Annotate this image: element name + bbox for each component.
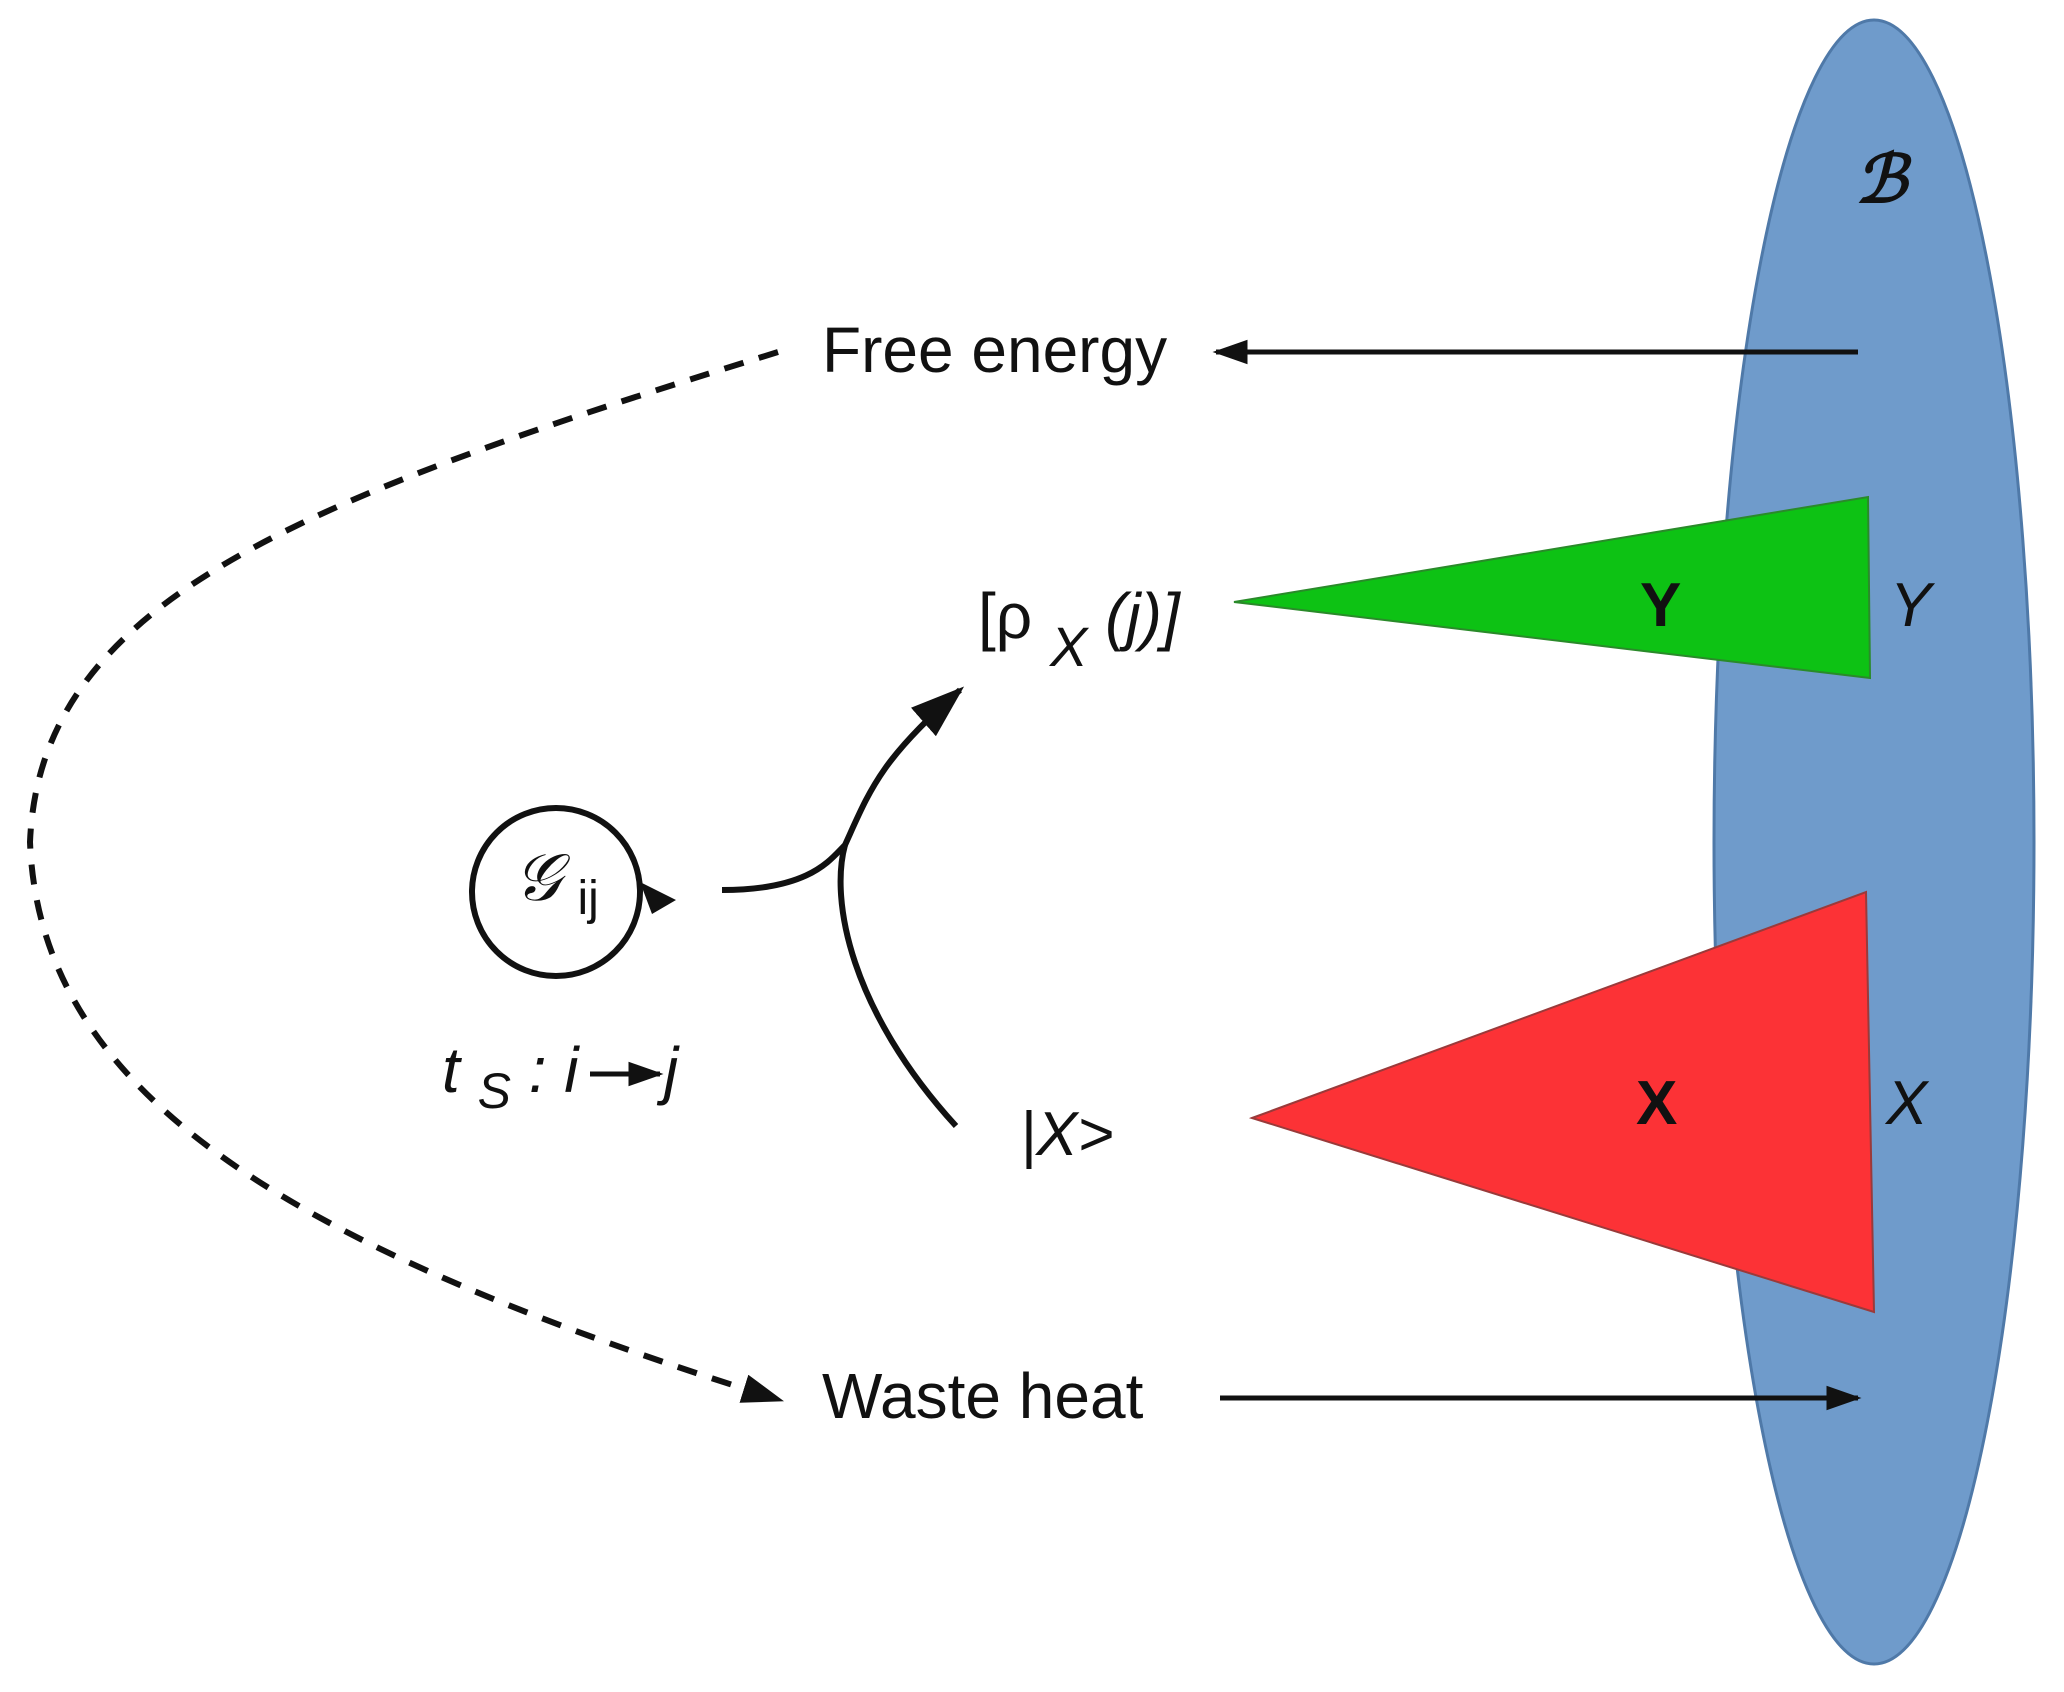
triangle-x-bold-label: X (1636, 1069, 1677, 1138)
ts-main: t (442, 1034, 462, 1106)
dashed-feedback-curve (26, 349, 785, 1403)
triangle-x-italic-label: X (1884, 1069, 1930, 1138)
free-energy-label: Free energy (822, 314, 1167, 386)
g-ij-main: 𝒢 (514, 842, 571, 915)
curve-to-rho (721, 686, 965, 893)
ellipse-b (1712, 18, 2036, 1666)
triangle-x (1248, 890, 1876, 1314)
g-ij-label: 𝒢 ij (514, 842, 599, 925)
rho-label: [ρ X (j)] (978, 580, 1181, 680)
curve-to-ket (837, 844, 959, 1129)
rho-label-open: [ρ (978, 580, 1032, 652)
g-ij-sub: ij (578, 872, 599, 925)
g-cycle-circle (469, 805, 643, 979)
ket-x-label: |X> (1020, 1100, 1114, 1169)
triangle-y-italic-label: Y (1890, 571, 1936, 640)
rho-label-close: (j)] (1105, 580, 1181, 652)
g-cycle-arrowhead (640, 882, 676, 914)
triangle-y (1233, 495, 1872, 680)
waste-heat-label: Waste heat (822, 1360, 1144, 1432)
rho-label-sub: X (1048, 615, 1090, 678)
ellipse-b-label: ℬ (1855, 144, 1912, 217)
ts-sub: S (478, 1063, 511, 1119)
ts-rest: : i (529, 1034, 581, 1106)
ts-j: j (656, 1034, 680, 1106)
triangle-y-bold-label: Y (1640, 571, 1681, 640)
ts-label: t S : i (442, 1034, 580, 1122)
